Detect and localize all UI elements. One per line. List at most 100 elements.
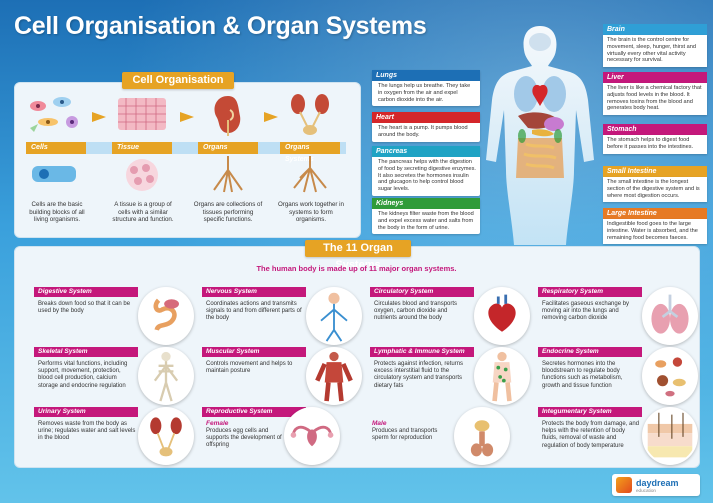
system-title: Respiratory System (538, 287, 642, 297)
organ-card-text: The small intestine is the longest secti… (603, 177, 707, 203)
stage-desc-organ-systems: Organs work together in systems to form … (277, 201, 345, 224)
stage-desc-organs: Organs are collections of tissues perfor… (193, 201, 263, 224)
logo-name: daydream (636, 478, 679, 488)
system-card-skeletal: Skeletal System Performs vital functions… (34, 347, 194, 407)
system-title: Nervous System (202, 287, 306, 297)
male-label: Male (372, 420, 387, 427)
organ-card-lungs: Lungs The lungs help us breathe. They ta… (372, 70, 480, 107)
system-text: Removes waste from the body as urine; re… (38, 421, 136, 442)
system-title: Digestive System (34, 287, 138, 297)
system-text: Controls movement and helps to maintain … (206, 361, 293, 375)
system-card-digestive: Digestive System Breaks down food so tha… (34, 287, 194, 347)
female-reproductive-icon (284, 407, 340, 465)
system-roots-icon (293, 156, 327, 193)
digestive-icon (138, 287, 194, 345)
system-card-muscular: Muscular System Controls movement and he… (202, 347, 362, 407)
publisher-logo: daydream education (612, 474, 700, 496)
male-reproductive-icon (454, 407, 510, 465)
skeleton-icon (138, 347, 194, 405)
kidney-icon (214, 96, 241, 136)
system-text: Protects the body from damage, and helps… (542, 421, 640, 449)
organ-card-text: The brain is the control centre for move… (603, 35, 707, 68)
system-card-lymphatic-immune: Lymphatic & Immune System Protects again… (370, 347, 530, 407)
system-title: Lymphatic & Immune System (370, 347, 474, 357)
organ-card-stomach: Stomach The stomach helps to digest food… (603, 124, 707, 154)
organ-card-text: The lungs help us breathe. They take in … (378, 83, 471, 103)
organ-card-brain: Brain The brain is the control centre fo… (603, 24, 707, 68)
stage-label-tissue: Tissue (112, 142, 172, 154)
muscle-icon (306, 347, 362, 405)
organ-roots-icon (213, 156, 243, 193)
cells-icon (30, 97, 78, 132)
stage-desc-cells: Cells are the basic building blocks of a… (29, 201, 85, 224)
organ-card-text: The liver is like a chemical factory tha… (603, 83, 707, 116)
male-text: Produces and transports sperm for reprod… (372, 428, 438, 442)
cell-organisation-banner: Cell Organisation (122, 72, 234, 89)
system-title: Skeletal System (34, 347, 138, 357)
organ-card-text: Indigestible food goes to the large inte… (603, 219, 707, 245)
organ-card-title: Brain (603, 24, 707, 35)
organ-card-text: The kidneys filter waste from the blood … (378, 211, 474, 231)
system-text: Performs vital functions, including supp… (38, 361, 128, 389)
organ-card-title: Small Intestine (603, 166, 707, 177)
system-text: Secretes hormones into the bloodstream t… (542, 361, 623, 389)
stage-label-organ-systems: Organs Systems (280, 142, 340, 163)
lungs-icon (642, 287, 698, 345)
poster-title: Cell Organisation & Organ Systems (14, 12, 427, 40)
organ-card-title: Pancreas (372, 146, 480, 157)
organ-card-text: The pancreas helps with the digestion of… (378, 159, 476, 193)
cell-closeup-icon (32, 166, 76, 182)
organ-card-text: The stomach helps to digest food before … (603, 135, 707, 154)
organ-card-pancreas: Pancreas The pancreas helps with the dig… (372, 146, 480, 196)
organ-card-kidneys: Kidneys The kidneys filter waste from th… (372, 198, 480, 235)
organ-systems-subtitle: The human body is made up of 11 major or… (256, 264, 457, 273)
system-title: Reproductive System (202, 407, 306, 417)
stage-label-cells: Cells (26, 142, 86, 154)
heart-icon (474, 287, 530, 345)
stage-connector (26, 142, 346, 154)
organ-card-title: Kidneys (372, 198, 480, 209)
system-card-urinary: Urinary System Removes waste from the bo… (34, 407, 194, 467)
organ-card-title: Stomach (603, 124, 707, 135)
stage-label-organs: Organs (198, 142, 258, 154)
arrow-right-icon (92, 112, 108, 122)
system-title: Muscular System (202, 347, 306, 357)
system-text: Circulates blood and transports oxygen, … (374, 301, 458, 322)
system-text: Protects against infection, returns exce… (374, 361, 464, 389)
organ-card-title: Lungs (372, 70, 480, 81)
organ-systems-panel (14, 246, 700, 468)
tissue-icon (118, 98, 166, 130)
organ-card-large-intestine: Large Intestine Indigestible food goes t… (603, 208, 707, 245)
stage-desc-tissue: A tissue is a group of cells with a simi… (112, 201, 174, 224)
nervous-icon (306, 287, 362, 345)
organ-card-liver: Liver The liver is like a chemical facto… (603, 72, 707, 116)
system-title: Integumentary System (538, 407, 642, 417)
organ-card-title: Heart (372, 112, 480, 123)
system-text: Coordinates actions and transmits signal… (206, 301, 302, 322)
female-label: Female (206, 420, 229, 427)
organ-card-heart: Heart The heart is a pump. It pumps bloo… (372, 112, 480, 142)
arrow-right-icon (264, 112, 280, 122)
lymphatic-icon (474, 347, 530, 405)
human-body-illustration (486, 26, 594, 245)
system-card-reproductive: Reproductive System Female Produces egg … (202, 407, 512, 467)
system-title: Urinary System (34, 407, 138, 417)
organ-card-small-intestine: Small Intestine The small intestine is t… (603, 166, 707, 203)
skin-icon (642, 407, 698, 465)
system-title: Circulatory System (370, 287, 474, 297)
organ-card-title: Liver (603, 72, 707, 83)
system-card-endocrine: Endocrine System Secretes hormones into … (538, 347, 698, 407)
arrow-right-icon (180, 112, 196, 122)
glands-icon (642, 347, 698, 405)
organ-card-text: The heart is a pump. It pumps blood arou… (378, 125, 468, 138)
tissue-closeup-icon (126, 159, 158, 191)
system-card-nervous: Nervous System Coordinates actions and t… (202, 287, 362, 347)
system-card-respiratory: Respiratory System Facilitates gaseous e… (538, 287, 698, 347)
logo-tagline: education (636, 488, 656, 493)
urinary-icon (138, 407, 194, 465)
system-title: Endocrine System (538, 347, 642, 357)
system-text: Breaks down food so that it can be used … (38, 301, 131, 315)
logo-mark-icon (616, 477, 632, 493)
system-card-integumentary: Integumentary System Protects the body f… (538, 407, 698, 467)
urinary-system-icon (291, 94, 329, 135)
